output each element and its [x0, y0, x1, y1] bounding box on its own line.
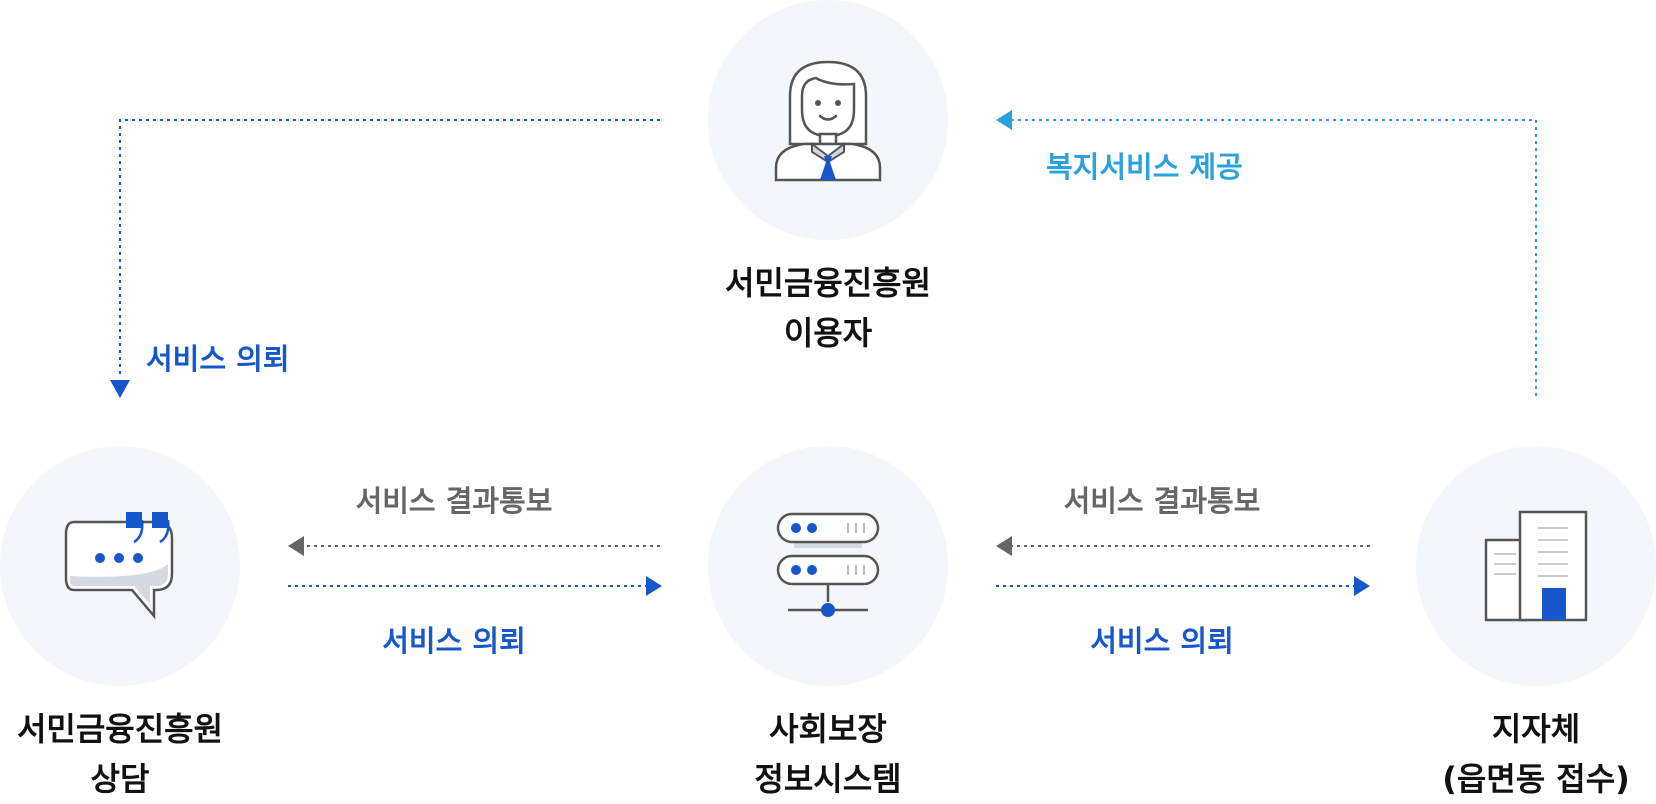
edge-user-to-consult	[110, 119, 660, 398]
edge-label-system-to-consult-result: 서비스 결과통보	[355, 484, 553, 518]
user-node-label-line1: 서민금융진흥원	[724, 264, 932, 302]
consult-node-label: 서민금융진흥원 상담	[0, 704, 270, 804]
consult-node-label-line1: 서민금융진흥원	[16, 710, 224, 748]
user-node-label: 서민금융진흥원 이용자	[678, 258, 978, 358]
edge-gov-to-system-result	[996, 536, 1370, 556]
user-node-label-line2: 이용자	[783, 314, 873, 352]
edge-label-consult-to-system-request: 서비스 의뢰	[382, 624, 526, 658]
edge-label-system-to-gov-request: 서비스 의뢰	[1090, 624, 1234, 658]
server-icon	[776, 512, 880, 617]
consult-node-label-line2: 상담	[90, 760, 150, 798]
edge-consult-to-system-request	[288, 576, 662, 596]
system-node-label: 사회보장 정보시스템	[678, 704, 978, 804]
building-icon	[1484, 510, 1588, 622]
local-gov-node-label-line2: (읍면동 접수)	[1442, 760, 1630, 798]
edge-label-gov-to-system-result: 서비스 결과통보	[1063, 484, 1261, 518]
person-icon	[774, 60, 882, 182]
edge-system-to-consult-result	[288, 536, 660, 556]
edge-system-to-gov-request	[996, 576, 1370, 596]
edge-gov-to-user	[996, 110, 1537, 396]
local-gov-node-label-line1: 지자체	[1491, 710, 1581, 748]
edge-label-user-to-consult: 서비스 의뢰	[146, 342, 290, 376]
chat-bubble-icon	[64, 512, 174, 620]
system-node-label-line2: 정보시스템	[754, 760, 902, 798]
system-node-label-line1: 사회보장	[769, 710, 887, 748]
local-gov-node-label: 지자체 (읍면동 접수)	[1386, 704, 1656, 804]
edge-label-gov-to-user: 복지서비스 제공	[1046, 150, 1243, 184]
